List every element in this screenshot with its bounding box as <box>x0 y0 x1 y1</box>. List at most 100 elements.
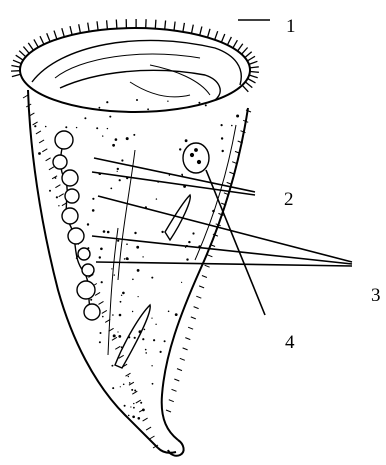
stipple-dot <box>49 190 51 192</box>
stipple-dot <box>131 389 133 391</box>
stipple-dot <box>107 231 110 234</box>
label-2: 2 <box>284 189 294 210</box>
cilium <box>112 337 117 340</box>
cilium <box>62 28 65 37</box>
stipple-dot <box>153 339 155 341</box>
stipple-dot <box>124 258 126 260</box>
stipple-dot <box>142 338 144 340</box>
stipple-dot <box>221 124 223 126</box>
stipple-dot <box>142 409 145 412</box>
stipple-dot <box>137 269 140 272</box>
stipple-dot <box>96 127 98 129</box>
stipple-dot <box>117 171 118 172</box>
cilium <box>23 47 29 54</box>
cilium <box>79 24 81 33</box>
cilium <box>174 379 179 381</box>
stipple-dot <box>100 248 103 251</box>
cilium <box>40 36 44 44</box>
stipple-dot <box>110 188 112 190</box>
cilium <box>207 255 212 257</box>
stipple-dot <box>109 116 111 118</box>
cilium <box>166 410 171 412</box>
cilium <box>52 176 57 179</box>
stipple-dot <box>99 341 101 343</box>
stipple-dot <box>132 311 133 312</box>
cilium <box>191 317 196 319</box>
stipple-dot <box>55 177 57 179</box>
stipple-dot <box>45 126 47 128</box>
cilia-body <box>23 95 251 448</box>
stipple-dot <box>124 405 126 407</box>
cilium <box>249 75 258 78</box>
label-1: 1 <box>286 16 296 37</box>
stipple-dot <box>117 168 119 170</box>
stipple-dot <box>186 258 188 260</box>
stipple-dot <box>92 198 94 200</box>
stipple-dot <box>179 148 181 150</box>
cilium <box>97 21 98 30</box>
cilium <box>174 22 175 31</box>
stipple-dot <box>121 295 122 296</box>
stipple-dot <box>181 282 182 283</box>
stipple-dot <box>161 231 163 233</box>
label-4: 4 <box>285 332 295 353</box>
cilium <box>143 418 148 421</box>
stipple-dot <box>111 268 112 269</box>
stipple-dot <box>142 256 143 257</box>
stipple-dot <box>114 274 115 275</box>
peristome <box>20 28 250 112</box>
cilium <box>99 301 104 304</box>
cilium <box>183 348 188 350</box>
cilium <box>185 338 190 340</box>
cilium <box>34 39 38 47</box>
stipple-dot <box>107 128 108 129</box>
stipple-dot <box>106 101 108 103</box>
stipple-dot <box>181 174 183 176</box>
stipple-dot <box>134 416 135 417</box>
stipple-dot <box>192 232 194 234</box>
cilium <box>194 307 199 309</box>
cilium <box>12 74 21 76</box>
stipple-dot <box>103 230 106 233</box>
stipple-dot <box>188 241 190 243</box>
cilium <box>165 21 166 30</box>
stipple-dot <box>34 125 36 127</box>
cilium <box>59 194 64 197</box>
cilium <box>248 79 256 83</box>
stipple-dot <box>151 318 152 319</box>
stipple-dot <box>102 316 104 318</box>
stipple-dot <box>151 277 153 279</box>
stipple-dot <box>92 209 95 212</box>
cilium <box>221 34 224 42</box>
stipple-dot <box>99 107 101 109</box>
stipple-dot <box>155 324 156 325</box>
stipple-dot <box>101 281 103 283</box>
stipple-dot <box>138 296 139 297</box>
stipple-dot <box>128 415 130 417</box>
stipple-dot <box>185 139 188 142</box>
stipple-dot <box>84 117 86 119</box>
stipple-dot <box>134 232 136 234</box>
stipple-dot <box>90 299 92 301</box>
stipple-dot <box>115 138 118 141</box>
stipple-dot <box>123 384 125 386</box>
stipple-dot <box>133 403 134 404</box>
cilium <box>150 436 155 439</box>
vacuole <box>183 143 209 173</box>
stipple-dot <box>231 125 233 127</box>
cilium <box>205 265 210 267</box>
stipple-dot <box>65 126 67 128</box>
cilium <box>242 48 248 55</box>
cilium <box>16 55 24 60</box>
cilium <box>107 20 108 29</box>
stipple-dot <box>205 104 207 106</box>
stipple-dot <box>222 150 224 152</box>
cilium <box>46 158 51 161</box>
stipple-dot <box>126 243 128 245</box>
stipple-dot <box>221 137 223 139</box>
cilium <box>180 358 185 360</box>
cilium <box>250 67 259 68</box>
stipple-dot <box>160 351 162 353</box>
